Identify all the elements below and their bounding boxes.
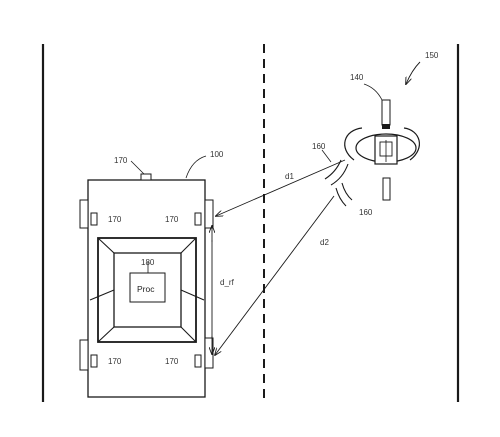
label-device-140: 140 <box>350 73 364 82</box>
label-signal-160-lower: 160 <box>359 208 373 217</box>
sensor-rear-right <box>194 354 202 368</box>
label-signal-160-upper: 160 <box>312 142 326 151</box>
leader-170-top <box>130 160 145 175</box>
pedestrian-arm-left <box>344 127 363 161</box>
vehicle-mirror-left-rear <box>79 339 89 371</box>
pedestrian-arm-right <box>403 127 420 161</box>
roof-edge-left <box>89 289 115 301</box>
label-pedestrian-150: 150 <box>425 51 439 60</box>
leader-100 <box>185 155 207 179</box>
vehicle-top-sensor <box>140 173 152 181</box>
label-sensor-170-front-left: 170 <box>108 215 122 224</box>
signal-wave-upper-2 <box>330 163 349 186</box>
processor-box <box>129 272 166 303</box>
vehicle: Proc <box>79 173 214 398</box>
roof-edge-right <box>180 289 205 301</box>
vehicle-mirror-right-front <box>204 199 214 229</box>
signal-waves <box>324 159 353 207</box>
distance-d2-arrow <box>215 195 335 355</box>
leader-160-upper <box>321 149 332 163</box>
label-distance-d2: d2 <box>320 238 329 247</box>
label-sensor-170-top: 170 <box>114 156 128 165</box>
leader-150 <box>406 61 421 84</box>
vehicle-roof-outer <box>97 237 197 343</box>
roof-diagonal-tr <box>180 237 197 254</box>
label-sensor-170-rear-left: 170 <box>108 357 122 366</box>
sensor-front-left <box>90 212 98 226</box>
signal-wave-lower-1 <box>341 182 353 201</box>
leader-140 <box>363 83 383 101</box>
label-sensor-spacing: d_rf <box>220 278 235 287</box>
sensor-rear-left <box>90 354 98 368</box>
sensor-front-right <box>194 212 202 226</box>
signal-wave-lower-2 <box>335 187 347 207</box>
pedestrian <box>344 99 420 201</box>
roof-diagonal-bl <box>97 326 115 343</box>
label-processor-180: 180 <box>141 258 155 267</box>
distance-d1-arrow <box>216 159 346 216</box>
label-sensor-170-rear-right: 170 <box>165 357 179 366</box>
processor-label: Proc <box>137 284 155 294</box>
label-sensor-170-front-right: 170 <box>165 215 179 224</box>
pedestrian-lower-item <box>382 177 391 201</box>
label-vehicle-100: 100 <box>210 150 224 159</box>
pedestrian-head-item <box>381 99 391 126</box>
device-icon <box>382 124 390 129</box>
roof-diagonal-tl <box>97 237 115 254</box>
roof-diagonal-br <box>180 326 197 343</box>
label-distance-d1: d1 <box>285 172 294 181</box>
vehicle-mirror-left-front <box>79 199 89 229</box>
